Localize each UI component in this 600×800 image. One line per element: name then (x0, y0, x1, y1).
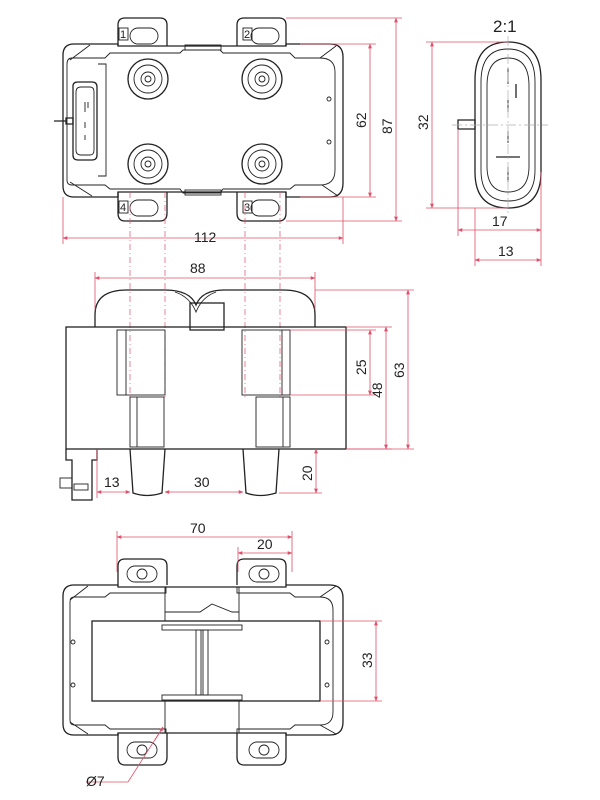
coil-tower-4 (127, 143, 169, 185)
top-view: 1 2 3 4 (54, 17, 402, 245)
dim-front-h2: 48 (369, 382, 385, 398)
dim-top-inner-height: 62 (353, 112, 369, 128)
dim-connector-height: 32 (415, 114, 431, 130)
dim-top-outer-height: 87 (379, 118, 395, 134)
coil-tower-1 (127, 58, 169, 100)
dim-front-h1: 25 (353, 359, 369, 375)
dim-front-pin: 20 (299, 465, 315, 481)
dim-bottom-offset: 20 (257, 536, 273, 552)
dim-front-width: 88 (190, 260, 206, 276)
terminal-4-label: 4 (120, 202, 126, 214)
dim-connector-width: 17 (492, 213, 508, 229)
terminal-2-label: 2 (244, 29, 250, 41)
dim-bottom-width: 70 (190, 520, 206, 536)
dim-bottom-height: 33 (359, 652, 375, 668)
bottom-view: 70 20 33 Ø7 (62, 520, 382, 789)
coil-tower-3 (241, 143, 283, 185)
dim-front-h3: 63 (391, 362, 407, 378)
coil-tower-2 (241, 58, 283, 100)
front-view: 88 25 48 63 20 13 30 (59, 192, 414, 501)
dim-top-width: 112 (194, 229, 217, 245)
terminal-1-label: 1 (120, 29, 126, 41)
terminal-3-label: 3 (244, 202, 250, 214)
scale-label: 2:1 (493, 17, 517, 36)
dim-front-left: 13 (104, 474, 120, 490)
connector-detail: 2:1 32 17 13 (415, 17, 548, 266)
dim-connector-pin: 13 (498, 243, 514, 259)
dim-hole-diameter: Ø7 (86, 773, 105, 789)
dim-front-spacing: 30 (194, 474, 210, 490)
